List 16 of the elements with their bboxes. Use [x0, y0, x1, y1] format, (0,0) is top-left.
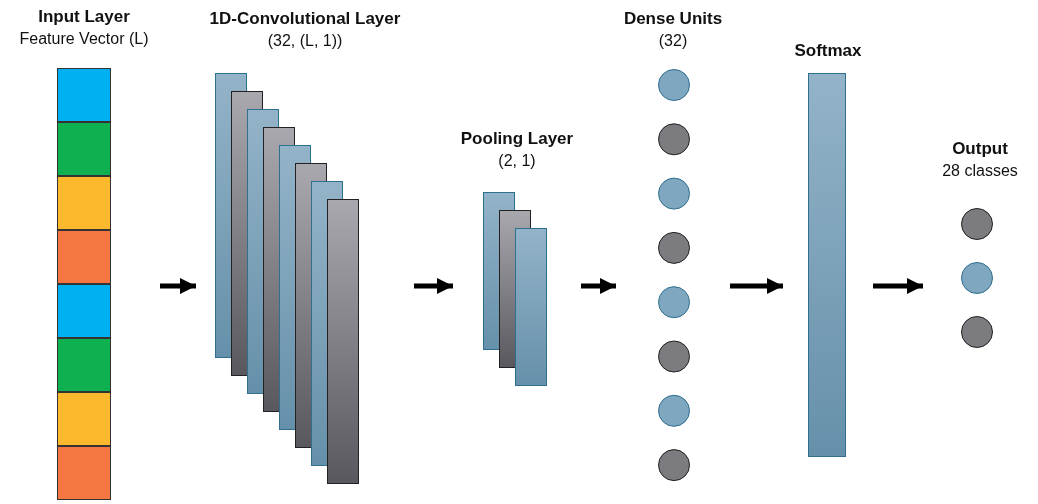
- arrow: [414, 278, 453, 294]
- layer-title: Output: [952, 138, 1008, 160]
- layer-subtitle: 28 classes: [942, 161, 1018, 181]
- layer-title: Input Layer: [38, 6, 130, 28]
- layer-title: Pooling Layer: [460, 128, 574, 150]
- layer-title: 1D-Convolutional Layer: [209, 8, 401, 30]
- layer-title: Softmax: [794, 40, 862, 62]
- layer-subtitle: Feature Vector (L): [19, 29, 149, 49]
- arrow: [730, 278, 783, 294]
- layer-subtitle: (2, 1): [498, 151, 536, 171]
- layer-subtitle: (32): [658, 31, 688, 51]
- arrow: [581, 278, 616, 294]
- layer-subtitle: (32, (L, 1)): [267, 31, 343, 51]
- arrow: [160, 278, 196, 294]
- layer-title: Dense Units: [623, 8, 723, 30]
- arrow: [873, 278, 923, 294]
